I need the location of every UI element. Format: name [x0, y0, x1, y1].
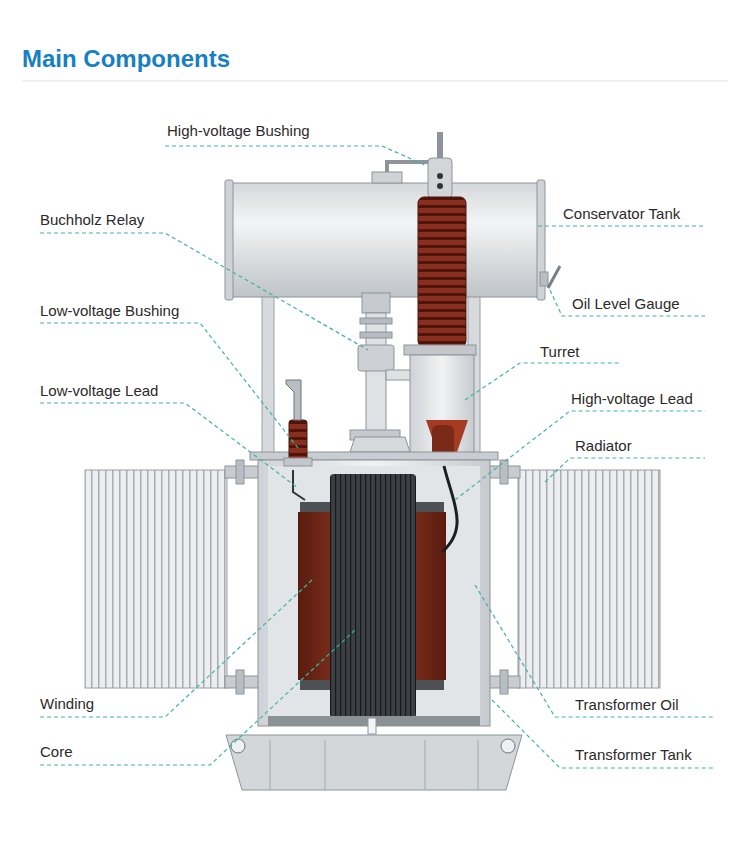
- pipe-flange: [236, 670, 244, 694]
- tank-rim: [225, 180, 233, 300]
- buchholz-relay: [358, 345, 394, 371]
- part-label: Core: [40, 743, 73, 761]
- leader-line: [40, 630, 355, 765]
- leader-line: [538, 225, 705, 226]
- conservator-tank: [230, 183, 540, 297]
- pipe-flange: [500, 670, 508, 694]
- leader-line: [40, 580, 312, 717]
- support-leg: [262, 295, 274, 457]
- part-label: Oil Level Gauge: [572, 295, 680, 313]
- base-rib: [478, 740, 479, 790]
- leader-lines: [40, 146, 715, 768]
- leader-line: [40, 233, 368, 350]
- leader-line: [545, 458, 705, 482]
- breather-pipe: [389, 160, 429, 164]
- pipe-flange: [236, 460, 244, 484]
- part-label: Winding: [40, 695, 94, 713]
- core: [330, 474, 416, 718]
- title-rule: [22, 81, 728, 82]
- hv-terminal: [437, 132, 443, 160]
- tank-lid-bump: [350, 437, 410, 452]
- pipe-flange: [360, 332, 392, 338]
- part-label: Conservator Tank: [563, 205, 680, 223]
- part-label: High-voltage Bushing: [167, 122, 310, 140]
- top-fitting: [372, 172, 402, 183]
- cap-bolt: [437, 183, 443, 189]
- drain-plug: [368, 718, 376, 734]
- lv-terminal: [286, 380, 301, 420]
- leader-line: [550, 290, 705, 316]
- top-fitting: [385, 160, 389, 172]
- oil-level-gauge: [548, 266, 560, 288]
- leader-line: [475, 585, 715, 717]
- oil-pipe: [386, 370, 412, 380]
- leader-line: [455, 411, 705, 500]
- bushing-flange: [404, 345, 476, 355]
- part-label: Turret: [540, 343, 579, 361]
- part-label: Low-voltage Lead: [40, 382, 158, 400]
- base-rib: [425, 740, 426, 790]
- part-label: High-voltage Lead: [571, 390, 693, 408]
- lifting-lug: [501, 739, 515, 753]
- part-label: Transformer Oil: [575, 696, 679, 714]
- leader-line: [165, 146, 425, 165]
- leader-line: [40, 403, 298, 488]
- radiator-right: [518, 470, 660, 688]
- base-rib: [270, 740, 271, 790]
- pipe-flange: [360, 318, 392, 324]
- oil-level-gauge: [540, 272, 548, 286]
- tank-base: [226, 735, 522, 790]
- hv-lead: [442, 466, 457, 552]
- part-label: Buchholz Relay: [40, 211, 144, 229]
- base-rib: [325, 740, 326, 790]
- radiator-left: [85, 470, 227, 688]
- hv-bushing-insulator: [418, 197, 466, 347]
- hv-terminal-cap: [428, 158, 452, 198]
- part-label: Transformer Tank: [575, 746, 692, 764]
- outlet-valve: [362, 293, 390, 313]
- page-title: Main Components: [22, 44, 230, 74]
- lifting-lug: [231, 739, 245, 753]
- part-label: Low-voltage Bushing: [40, 302, 179, 320]
- cap-bolt: [437, 173, 443, 179]
- leader-line: [40, 323, 298, 448]
- bushing-flange: [284, 458, 312, 466]
- part-label: Radiator: [575, 437, 632, 455]
